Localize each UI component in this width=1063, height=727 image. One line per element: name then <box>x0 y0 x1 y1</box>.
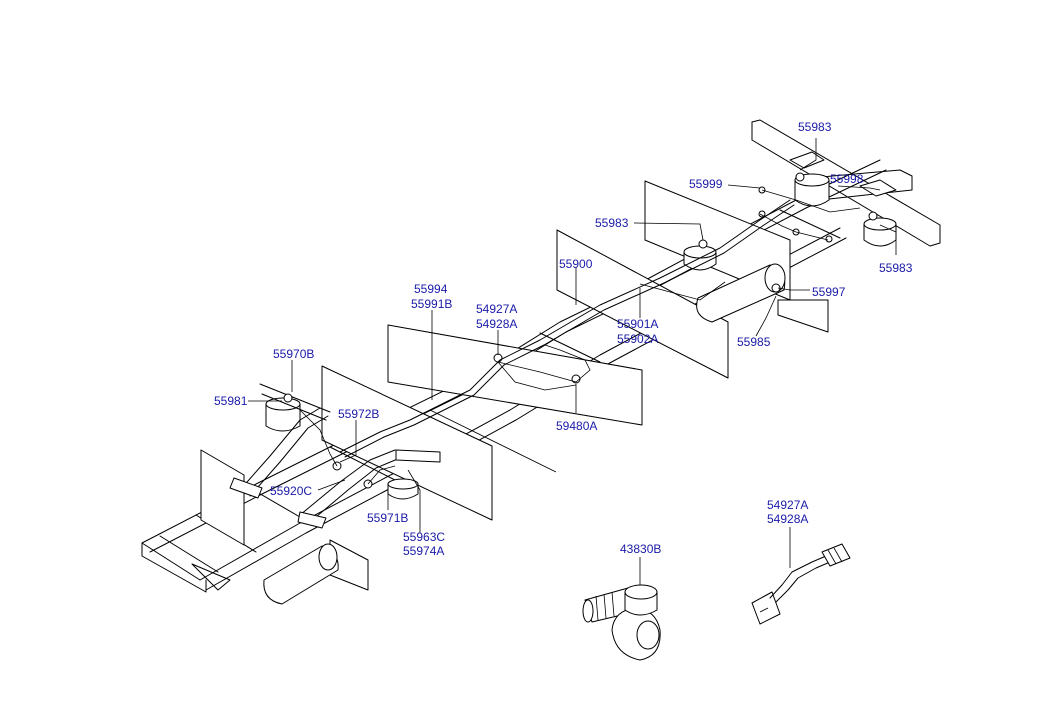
label-55972b[interactable]: 55972B <box>338 407 379 421</box>
label-55998[interactable]: 55998 <box>830 172 864 186</box>
label-54928a-mid[interactable]: 54928A <box>476 317 517 331</box>
part-labels: 55983 55999 55998 55983 55983 55900 5599… <box>214 120 913 558</box>
label-55983-top[interactable]: 55983 <box>798 120 832 134</box>
label-54928a-conn[interactable]: 54928A <box>767 512 808 526</box>
label-55971b[interactable]: 55971B <box>367 511 408 525</box>
frame-panels <box>200 180 829 591</box>
wiring-harness <box>299 189 861 485</box>
label-43830b[interactable]: 43830B <box>620 542 661 556</box>
label-55902a[interactable]: 55902A <box>617 332 658 346</box>
label-54927a-mid[interactable]: 54927A <box>476 302 517 316</box>
leader-lines <box>248 138 897 585</box>
label-55974a[interactable]: 55974A <box>403 544 444 558</box>
label-55997[interactable]: 55997 <box>812 285 846 299</box>
label-55900[interactable]: 55900 <box>559 257 593 271</box>
label-55983-right[interactable]: 55983 <box>879 261 913 275</box>
label-55920c[interactable]: 55920C <box>270 484 312 498</box>
label-55970b[interactable]: 55970B <box>273 347 314 361</box>
label-55983-mid[interactable]: 55983 <box>595 216 629 230</box>
label-55981[interactable]: 55981 <box>214 394 248 408</box>
label-59480a[interactable]: 59480A <box>556 419 597 433</box>
part-54927a-connector <box>751 543 851 625</box>
label-55985[interactable]: 55985 <box>737 335 771 349</box>
part-43830b-fitting <box>582 584 661 661</box>
label-55994[interactable]: 55994 <box>414 282 448 296</box>
label-55991b[interactable]: 55991B <box>411 297 452 311</box>
label-55999[interactable]: 55999 <box>689 177 723 191</box>
label-55963c[interactable]: 55963C <box>403 530 445 544</box>
label-54927a-conn[interactable]: 54927A <box>767 498 808 512</box>
label-55901a[interactable]: 55901A <box>617 317 658 331</box>
